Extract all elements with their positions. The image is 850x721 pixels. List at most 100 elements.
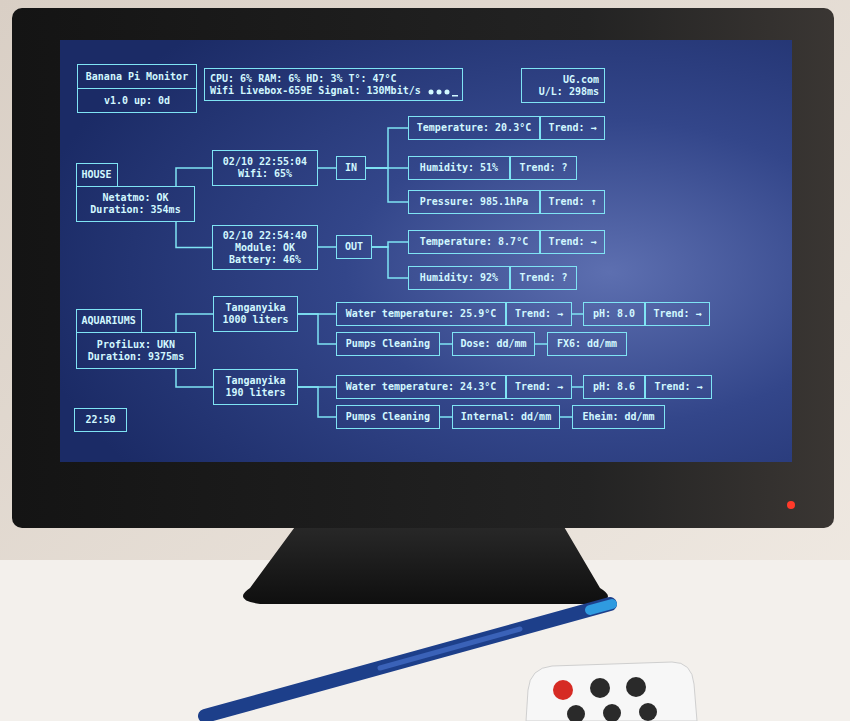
status-box: pH: 8.6 — [583, 375, 645, 399]
status-text: Trend: ? — [519, 162, 567, 174]
status-box: 02/10 22:55:04 Wifi: 65% — [212, 150, 318, 186]
status-text: Temperature: 20.3°C — [417, 122, 531, 134]
status-box: Internal: dd/mm — [452, 405, 560, 429]
status-text: 02/10 22:55:04 Wifi: 65% — [218, 156, 312, 180]
status-text: Trend: → — [653, 308, 701, 320]
status-box: Banana Pi Monitorv1.0 up: 0d — [77, 64, 197, 113]
status-box: Trend: → — [645, 375, 712, 399]
tree-connector — [366, 168, 408, 202]
status-box: Dose: dd/mm — [452, 332, 535, 356]
group-heading: AQUARIUMS — [76, 309, 142, 333]
tree-connector — [572, 313, 583, 315]
status-text: Trend: → — [515, 381, 563, 393]
status-text: Pressure: 985.1hPa — [420, 196, 528, 208]
status-text: OUT — [345, 241, 363, 253]
tree-connector — [440, 416, 452, 418]
tree-connector — [572, 386, 583, 388]
status-text: Wifi Livebox-659E Signal: 130Mbit/s — [210, 85, 421, 97]
status-text: Internal: dd/mm — [461, 411, 551, 423]
status-box: Pumps Cleaning — [336, 405, 440, 429]
status-box: Trend: ? — [510, 266, 577, 290]
remote-control — [526, 662, 697, 721]
status-text: Water temperature: 25.9°C — [346, 308, 497, 320]
status-box: Water temperature: 25.9°C — [336, 302, 506, 326]
power-led — [787, 501, 795, 509]
status-text: CPU: 6% RAM: 6% HD: 3% T°: 47°C — [210, 73, 397, 85]
tree-connector — [176, 222, 212, 248]
tree-connector — [372, 247, 408, 278]
status-text: pH: 8.0 — [593, 308, 635, 320]
status-box: Temperature: 20.3°C — [408, 116, 540, 140]
tree-connector — [440, 343, 452, 345]
status-box: OUT — [336, 235, 372, 259]
status-text: Trend: ? — [519, 272, 567, 284]
tree-connector — [176, 314, 213, 332]
status-text: IN — [345, 162, 357, 174]
status-text: Pumps Cleaning — [346, 411, 430, 423]
status-box: Trend: → — [540, 116, 605, 140]
status-text: Trend: → — [548, 236, 596, 248]
monitor-bezel — [12, 8, 834, 528]
status-text: Dose: dd/mm — [460, 338, 526, 350]
status-text: Trend: → — [548, 122, 596, 134]
status-text: ProfiLux: UKN Duration: 9375ms — [82, 339, 190, 363]
tree-connector — [318, 246, 336, 248]
status-box: IN — [336, 156, 366, 180]
status-box: Eheim: dd/mm — [572, 405, 665, 429]
tree-connector — [535, 343, 547, 345]
status-text: v1.0 up: 0d — [78, 88, 196, 112]
status-box: Humidity: 92% — [408, 266, 510, 290]
screen — [60, 40, 792, 462]
group-heading: HOUSE — [76, 163, 118, 187]
status-box: Tanganyika 1000 liters — [213, 296, 298, 332]
status-text: Temperature: 8.7°C — [420, 236, 528, 248]
status-text: Tanganyika 1000 liters — [219, 302, 292, 326]
tree-connector — [560, 416, 572, 418]
status-box: Trend: ? — [510, 156, 577, 180]
tree-connector — [318, 167, 336, 169]
status-text: UG.com — [563, 74, 599, 86]
status-box: Humidity: 51% — [408, 156, 510, 180]
status-box: Trend: ↑ — [540, 190, 605, 214]
status-box: Water temperature: 24.3°C — [336, 375, 506, 399]
status-text: Humidity: 51% — [420, 162, 498, 174]
status-text: Trend: → — [515, 308, 563, 320]
status-text: Tanganyika 190 liters — [219, 375, 292, 399]
status-text: Pumps Cleaning — [346, 338, 430, 350]
status-text: Trend: → — [654, 381, 702, 393]
status-box: Trend: → — [506, 302, 572, 326]
signal-dots — [429, 90, 459, 97]
status-box: 22:50 — [74, 408, 127, 432]
tree-connector — [298, 387, 336, 417]
status-box: CPU: 6% RAM: 6% HD: 3% T°: 47°CWifi Live… — [204, 68, 463, 101]
status-text: Trend: ↑ — [548, 196, 596, 208]
tree-connector — [298, 314, 336, 344]
status-text: Netatmo: OK Duration: 354ms — [82, 192, 189, 216]
status-box: AQUARIUMSProfiLux: UKN Duration: 9375ms — [76, 332, 196, 369]
status-box: Temperature: 8.7°C — [408, 230, 540, 254]
monitor-stand — [243, 520, 608, 604]
status-text: 22:50 — [85, 414, 115, 426]
tree-connector — [366, 128, 408, 168]
status-text: 02/10 22:54:40 Module: OK Battery: 46% — [218, 230, 312, 266]
status-box: Trend: → — [540, 230, 605, 254]
status-text: Eheim: dd/mm — [582, 411, 654, 423]
status-text: U/L: 298ms — [539, 86, 599, 98]
tree-connector — [176, 168, 212, 186]
status-text: Water temperature: 24.3°C — [346, 381, 497, 393]
status-box: Pumps Cleaning — [336, 332, 440, 356]
status-text: FX6: dd/mm — [557, 338, 617, 350]
status-box: 02/10 22:54:40 Module: OK Battery: 46% — [212, 225, 318, 270]
status-box: Trend: → — [506, 375, 572, 399]
status-box: pH: 8.0 — [583, 302, 645, 326]
status-text: pH: 8.6 — [593, 381, 635, 393]
status-box: Pressure: 985.1hPa — [408, 190, 540, 214]
tree-connector — [176, 369, 213, 387]
status-text: Banana Pi Monitor — [78, 65, 196, 88]
status-box: FX6: dd/mm — [547, 332, 627, 356]
status-box: Trend: → — [645, 302, 710, 326]
status-text: Humidity: 92% — [420, 272, 498, 284]
status-box: UG.comU/L: 298ms — [521, 68, 605, 103]
